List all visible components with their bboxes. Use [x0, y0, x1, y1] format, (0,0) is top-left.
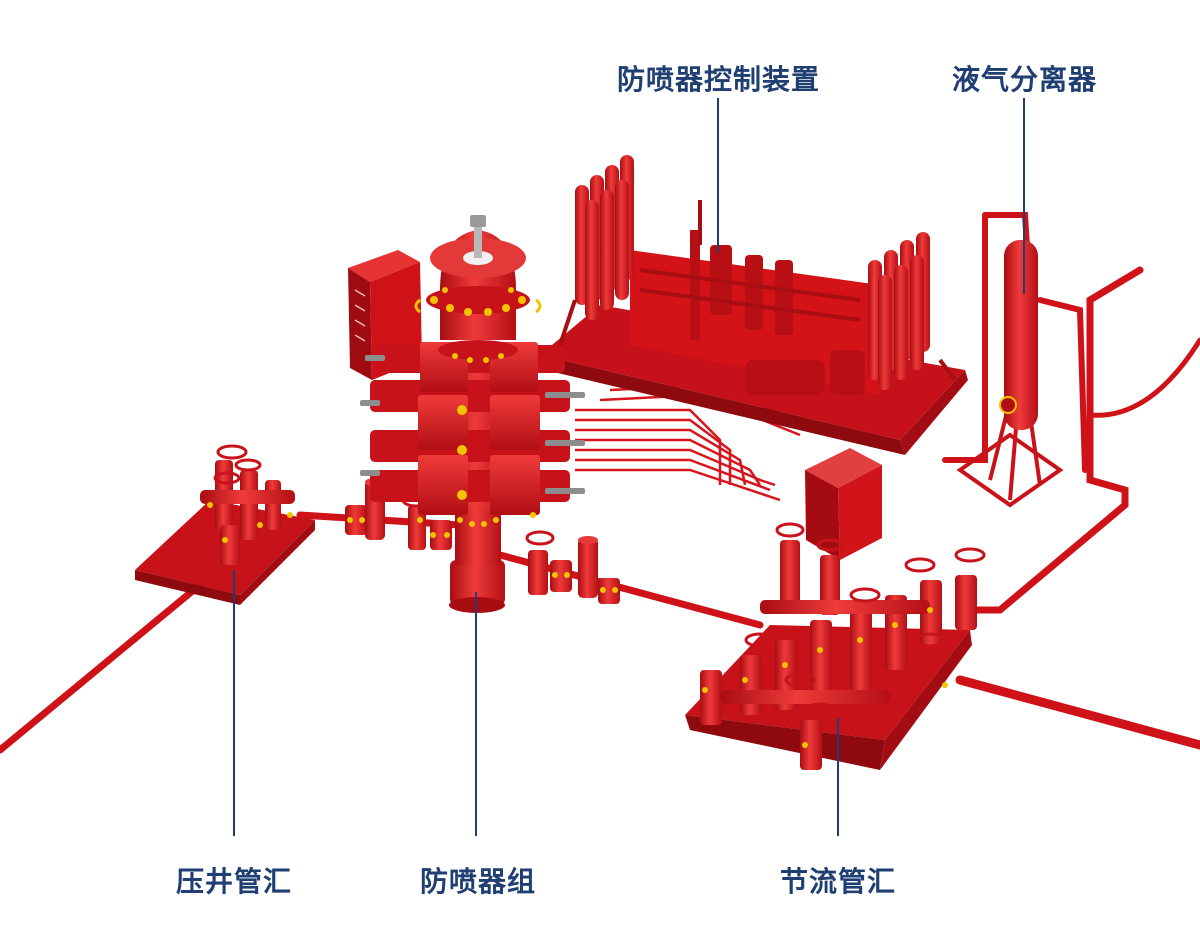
leader-line-separator — [1023, 98, 1025, 294]
leader-line-choke-manifold — [837, 718, 839, 836]
bop-stack-assembly — [360, 215, 585, 613]
label-choke-manifold: 节流管汇 — [780, 865, 897, 898]
gas-separator — [956, 240, 1064, 508]
auxiliary-box — [805, 448, 882, 560]
label-bop-control-unit: 防喷器控制装置 — [617, 63, 821, 96]
label-gas-separator: 液气分离器 — [952, 63, 1098, 96]
label-bop-stack: 防喷器组 — [420, 865, 537, 898]
bop-control-unit — [540, 155, 968, 455]
leader-line-bop-control — [717, 98, 719, 253]
choke-line-valves — [525, 530, 620, 604]
kill-line-valves — [345, 478, 452, 550]
leader-line-kill-manifold — [233, 570, 235, 836]
choke-manifold-assembly — [685, 522, 986, 770]
label-kill-manifold: 压井管汇 — [176, 865, 293, 898]
leader-line-bop-stack — [475, 592, 477, 836]
kill-manifold-assembly — [135, 444, 315, 605]
